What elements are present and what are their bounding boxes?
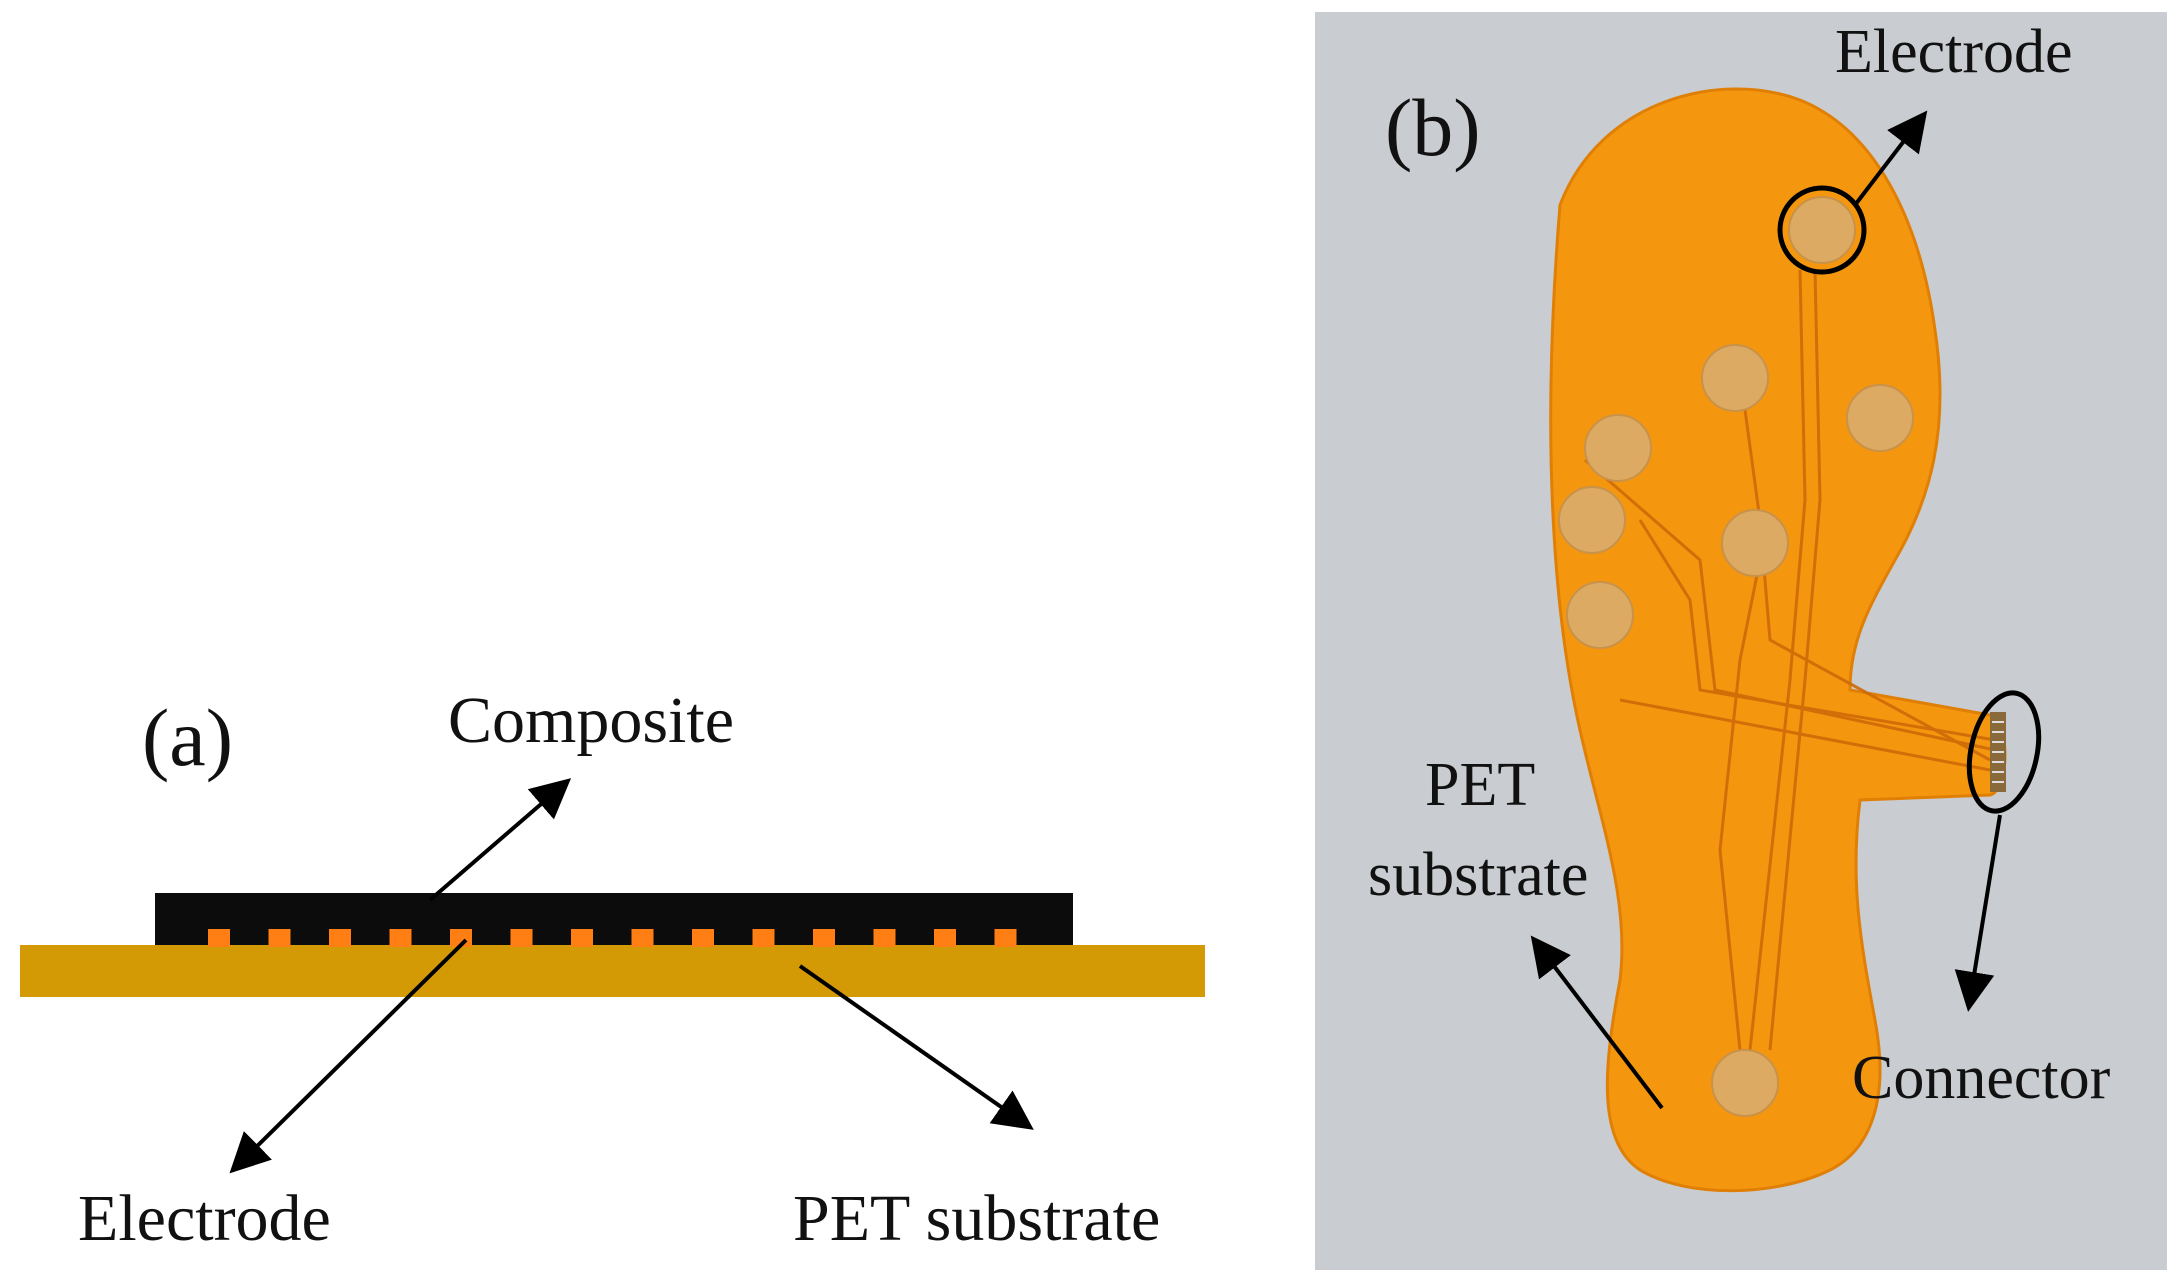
pet-arrow-a	[798, 964, 1034, 1130]
pet-label-b-line1: PET	[1425, 751, 1535, 819]
electrode-arrow-b	[1853, 110, 1928, 207]
electrode-pad	[1558, 486, 1626, 554]
connector-arrow	[1954, 814, 2002, 1012]
pet-substrate-layer	[20, 945, 1205, 997]
electrode-pad	[1721, 509, 1789, 577]
composite-layer	[155, 893, 1073, 945]
electrode-pad	[1566, 581, 1634, 649]
electrode-finger	[208, 929, 230, 947]
electrode-pads	[1558, 196, 1914, 1117]
panel-a-label: (a)	[142, 692, 233, 783]
electrode-finger	[692, 929, 714, 947]
connector-label: Connector	[1852, 1044, 2111, 1112]
electrode-pad	[1584, 414, 1652, 482]
electrode-label-b: Electrode	[1835, 18, 2073, 86]
connector-highlight-ellipse	[1966, 690, 2042, 814]
pet-arrow-b	[1530, 935, 1664, 1110]
pet-label-b-line2: substrate	[1368, 841, 1588, 909]
panel-b-label: (b)	[1385, 82, 1481, 173]
electrode-finger	[873, 929, 896, 947]
electrode-arrow-a	[229, 938, 468, 1174]
electrode-finger	[934, 929, 956, 947]
electrode-finger	[752, 929, 775, 947]
insole-sensor	[1549, 87, 2007, 1193]
electrode-highlight-circle	[1777, 185, 1867, 275]
electrode-finger	[813, 929, 835, 947]
electrode-pad	[1846, 384, 1914, 452]
pet-label-a: PET substrate	[793, 1182, 1160, 1255]
electrode-pad	[1788, 196, 1856, 264]
composite-label: Composite	[448, 684, 734, 757]
electrode-finger	[510, 929, 533, 947]
electrode-finger	[450, 929, 472, 947]
electrode-label-a: Electrode	[78, 1182, 331, 1255]
conductive-traces	[1584, 269, 1996, 1051]
electrode-pad	[1711, 1049, 1779, 1117]
panel-b: (b) Electrode PET substrate Connector	[1315, 12, 2167, 1270]
electrode-fingers	[208, 929, 1017, 947]
electrode-pad	[1701, 344, 1769, 412]
electrode-finger	[389, 929, 412, 947]
connector-pins	[1990, 712, 2006, 792]
electrode-finger	[329, 929, 351, 947]
panel-a: (a) Composite Electrode PET substrate	[20, 684, 1205, 1255]
electrode-finger	[631, 929, 654, 947]
electrode-finger	[571, 929, 593, 947]
electrode-finger	[994, 929, 1017, 947]
composite-arrow	[428, 778, 572, 902]
electrode-finger	[268, 929, 291, 947]
